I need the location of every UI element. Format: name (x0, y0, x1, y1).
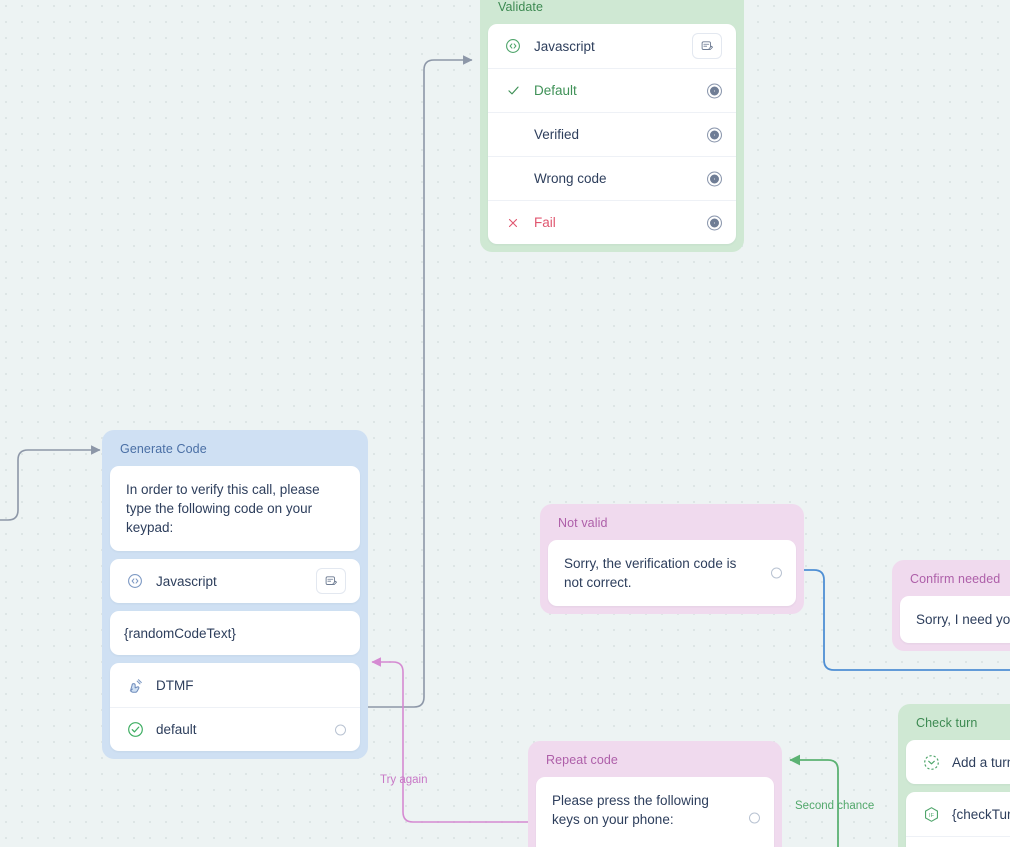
row-label: Fail (534, 215, 556, 230)
check-turn-condition-card[interactable]: IF {checkTurn (906, 792, 1010, 847)
output-port[interactable] (749, 812, 760, 824)
row-label: default (156, 722, 197, 737)
not-valid-message-card[interactable]: Sorry, the verification code is not corr… (548, 540, 796, 606)
output-port[interactable] (707, 171, 722, 186)
add-turn-icon (920, 751, 942, 773)
edge-repeat-to-generate (371, 657, 528, 823)
node-repeat-code[interactable]: Repeat code Please press the following k… (528, 741, 782, 847)
row-validate-wrong-code[interactable]: Wrong code (488, 156, 736, 200)
edit-code-button[interactable] (316, 568, 346, 594)
node-check-turn[interactable]: Check turn Add a turn IF {checkTurn (898, 704, 1010, 847)
spacer-icon (502, 168, 524, 190)
node-confirm-needed-title: Confirm needed (910, 572, 1001, 586)
row-generate-default[interactable]: default (110, 707, 360, 751)
row-label: Javascript (156, 573, 217, 589)
spacer-icon (502, 124, 524, 146)
node-validate[interactable]: Validate Javascript Default (480, 0, 744, 252)
node-validate-title: Validate (498, 0, 544, 14)
generate-code-outputs-card[interactable]: DTMF default (110, 663, 360, 751)
node-not-valid-title: Not valid (558, 516, 608, 530)
node-not-valid[interactable]: Not valid Sorry, the verification code i… (540, 504, 804, 614)
row-generate-javascript[interactable]: Javascript (110, 559, 360, 603)
output-port[interactable] (707, 215, 722, 230)
node-generate-code[interactable]: Generate Code In order to verify this ca… (102, 430, 368, 759)
edge-into-generate-code (0, 445, 101, 521)
x-icon (502, 212, 524, 234)
generate-code-message-card[interactable]: In order to verify this call, please typ… (110, 466, 360, 551)
edge-label-try-again: Try again (380, 774, 428, 786)
row-check-turn-add-turn[interactable]: Add a turn (906, 740, 1010, 784)
edge-label-second-chance: Second chance (795, 800, 875, 812)
check-circle-icon (124, 719, 146, 741)
generate-code-variable-card[interactable]: {randomCodeText} (110, 611, 360, 655)
message-text-2: {randomCodeText} (536, 843, 774, 847)
row-label: {checkTurn (952, 806, 1010, 822)
row-validate-javascript[interactable]: Javascript (488, 24, 736, 68)
repeat-code-message-card[interactable]: Please press the following keys on your … (536, 777, 774, 847)
dtmf-icon (124, 674, 146, 696)
row-generate-dtmf[interactable]: DTMF (110, 663, 360, 707)
row-validate-verified[interactable]: Verified (488, 112, 736, 156)
node-generate-code-title: Generate Code (120, 442, 207, 456)
check-turn-add-turn-card[interactable]: Add a turn (906, 740, 1010, 784)
row-label: Default (534, 83, 577, 98)
edit-code-button[interactable] (692, 33, 722, 59)
check-icon (502, 80, 524, 102)
output-port[interactable] (707, 83, 722, 98)
row-check-turn-extra[interactable] (906, 836, 1010, 847)
node-check-turn-title: Check turn (916, 716, 978, 730)
row-label: Javascript (534, 38, 595, 54)
output-port[interactable] (335, 724, 346, 735)
row-label: {randomCodeText} (124, 625, 236, 641)
message-text: Please press the following keys on your … (552, 793, 709, 827)
row-generate-variable[interactable]: {randomCodeText} (110, 611, 360, 655)
message-text: Sorry, the verification code is not corr… (564, 556, 737, 590)
output-port[interactable] (771, 567, 782, 579)
node-repeat-code-title: Repeat code (546, 753, 618, 767)
row-validate-default[interactable]: Default (488, 68, 736, 112)
row-check-turn-condition[interactable]: IF {checkTurn (906, 792, 1010, 836)
code-circle-icon (502, 35, 524, 57)
message-text: Sorry, I need yo call. (916, 612, 1010, 627)
generate-code-script-card[interactable]: Javascript (110, 559, 360, 603)
node-validate-body: Javascript Default Verified Wrong cod (488, 24, 736, 244)
row-label: Verified (534, 127, 580, 142)
row-label: DTMF (156, 677, 194, 693)
code-circle-icon (124, 570, 146, 592)
row-validate-fail[interactable]: Fail (488, 200, 736, 244)
output-port[interactable] (707, 127, 722, 142)
if-hexagon-icon: IF (920, 803, 942, 825)
row-label: Wrong code (534, 171, 607, 186)
node-confirm-needed[interactable]: Confirm needed Sorry, I need yo call. (892, 560, 1010, 651)
row-label: Add a turn (952, 754, 1010, 770)
svg-text:IF: IF (929, 813, 935, 819)
message-text: In order to verify this call, please typ… (126, 482, 320, 535)
confirm-needed-message-card[interactable]: Sorry, I need yo call. (900, 596, 1010, 643)
